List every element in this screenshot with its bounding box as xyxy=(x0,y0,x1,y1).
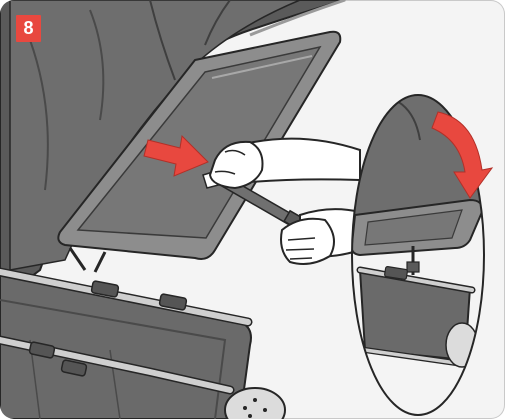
rotate-arrow-icon xyxy=(431,111,494,199)
right-hand xyxy=(280,208,361,265)
stroller-wheel xyxy=(224,387,286,419)
push-arrow-icon xyxy=(143,134,209,177)
seat-support-struts xyxy=(68,247,107,273)
stroller-basket xyxy=(0,267,253,419)
left-hand xyxy=(208,137,361,190)
seat-backrest xyxy=(57,30,342,260)
step-number-badge: 8 xyxy=(16,15,41,42)
